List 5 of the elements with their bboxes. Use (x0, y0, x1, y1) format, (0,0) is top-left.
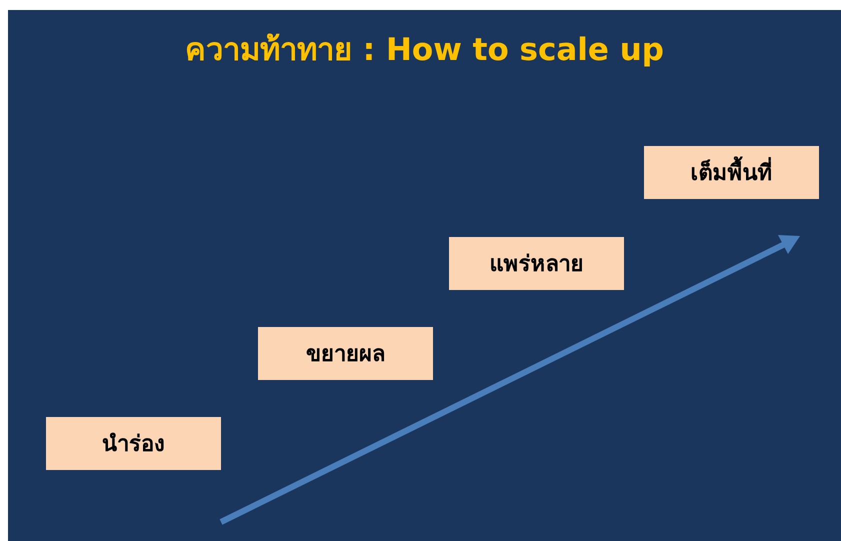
stage-box: ขยายผล (258, 327, 433, 380)
stage-box: นำร่อง (46, 417, 221, 470)
stage-box: เต็มพื้นที่ (644, 146, 819, 199)
stage-box: แพร่หลาย (449, 237, 624, 290)
title: ความท้าทาย : How to scale up (184, 32, 664, 68)
